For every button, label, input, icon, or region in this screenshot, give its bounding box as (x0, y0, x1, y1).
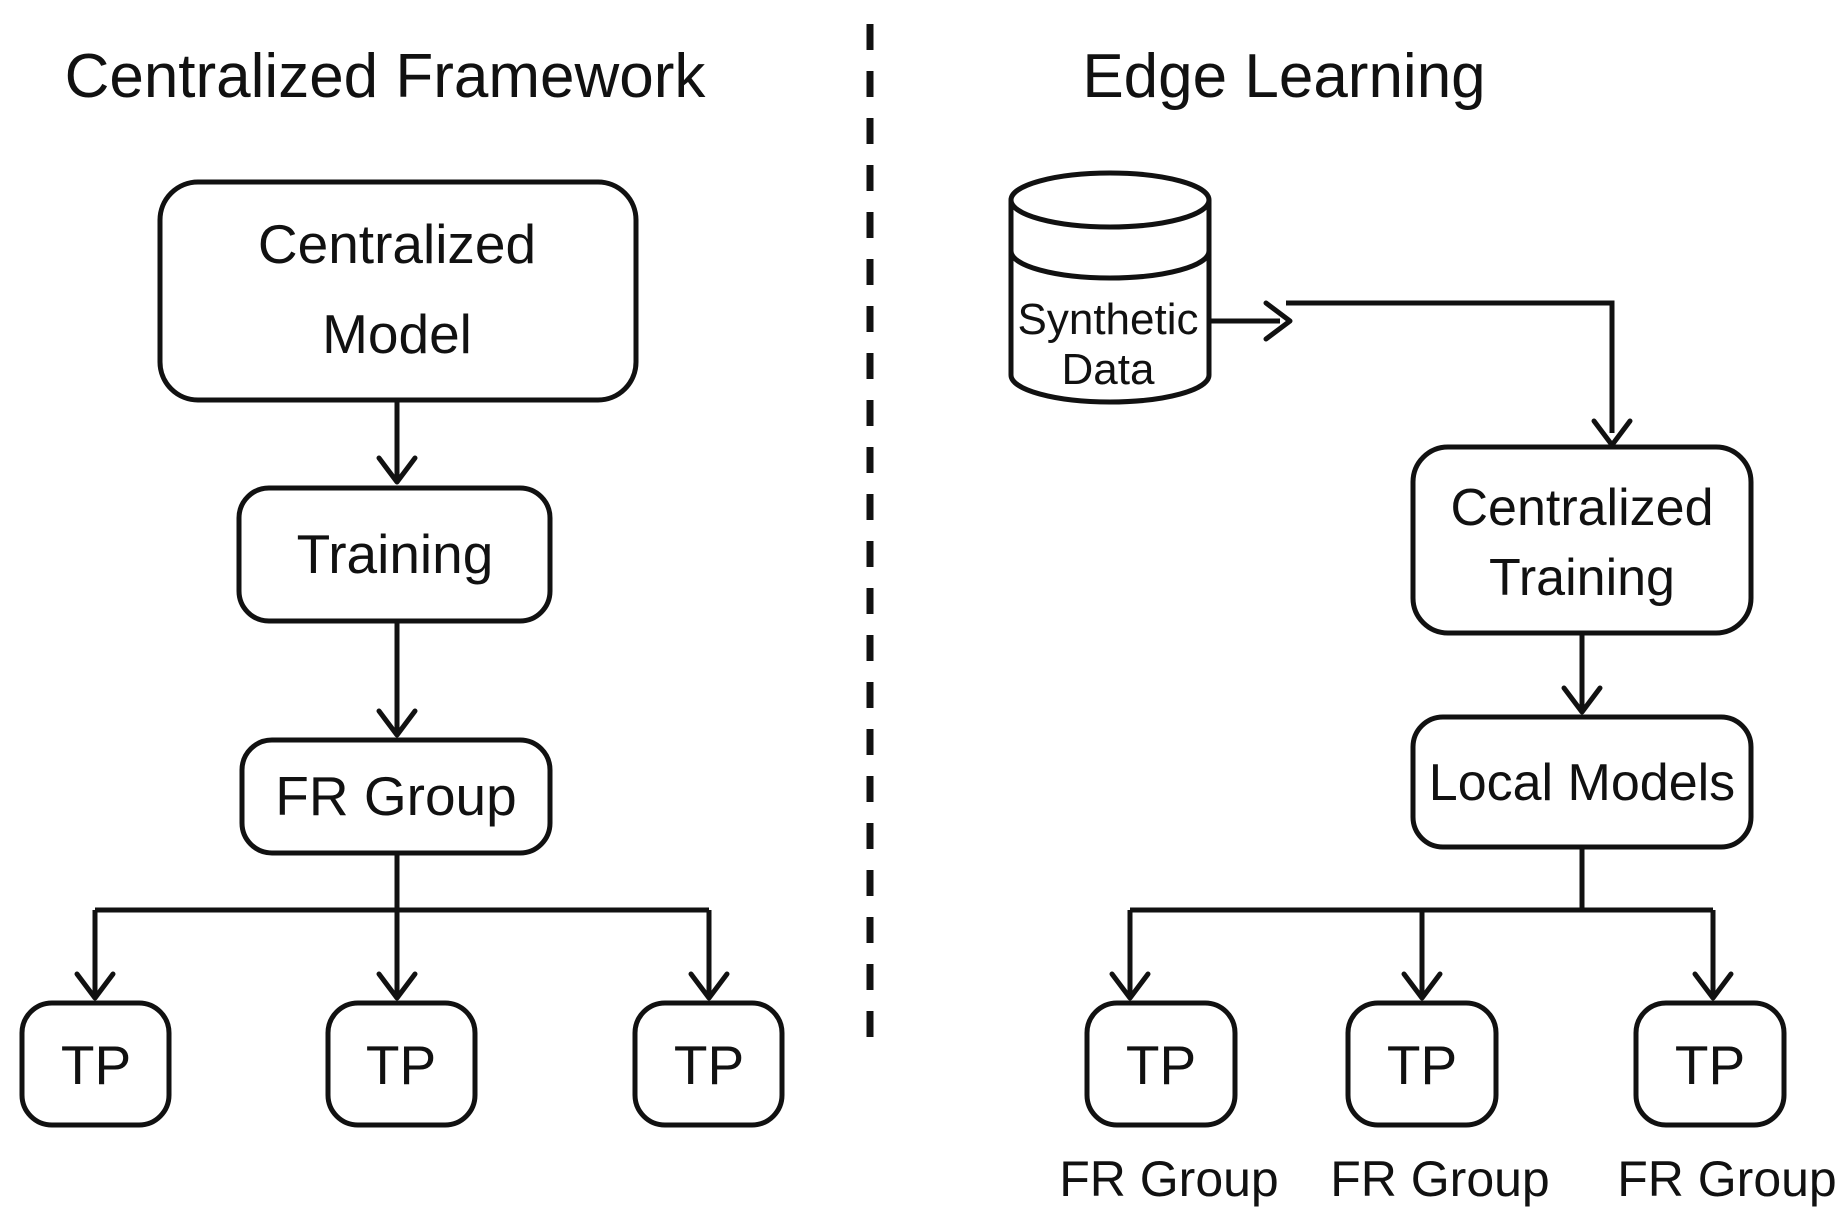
left-tp-box-3 (632, 1000, 785, 1128)
training-label: Training (297, 523, 494, 585)
right-fr-group-caption-2: FR Group (1330, 1151, 1550, 1207)
right-tp-box-2 (1345, 1000, 1499, 1128)
right-branch-left-arrowhead (1109, 971, 1151, 1001)
left-tp-box-2 (325, 1000, 478, 1128)
synthetic-data-label-line1: Synthetic (1018, 295, 1199, 344)
left-tp-label-1: TP (61, 1034, 131, 1096)
cylinder-connector-arrowhead (1263, 300, 1293, 342)
elbow-connector-line (1286, 300, 1615, 433)
left-tp-box-1 (19, 1000, 172, 1128)
left-panel: Centralized Framework Centralized Model … (19, 42, 785, 1128)
synthetic-data-label-line2: Data (1062, 345, 1155, 394)
right-tp-label-3: TP (1675, 1034, 1745, 1096)
arrow-ct-to-lm-head (1561, 685, 1603, 715)
right-tp-label-1: TP (1126, 1034, 1196, 1096)
fr-group-label: FR Group (275, 765, 516, 827)
centralized-training-label-line2: Training (1489, 549, 1675, 607)
cylinder-top-ellipse (1008, 170, 1212, 230)
centralized-model-label-line1: Centralized (258, 213, 536, 275)
right-tp-label-2: TP (1387, 1034, 1457, 1096)
arrow-training-to-frgroup-head (376, 708, 418, 738)
right-fr-group-caption-3: FR Group (1617, 1151, 1836, 1207)
left-branch-left-arrowhead (74, 971, 116, 1001)
centralized-training-label-line1: Centralized (1450, 479, 1713, 537)
left-tp-label-2: TP (366, 1034, 436, 1096)
right-panel: Edge Learning Synthetic Data Centralized… (1008, 42, 1836, 1207)
left-branch-right-arrowhead (688, 971, 730, 1001)
centralized-model-label-line2: Model (322, 303, 472, 365)
right-fr-group-caption-1: FR Group (1059, 1151, 1279, 1207)
right-tp-box-1 (1084, 1000, 1238, 1128)
arrow-model-to-training-head (376, 455, 418, 485)
local-models-label: Local Models (1429, 754, 1735, 812)
right-branch-right-arrowhead (1692, 971, 1734, 1001)
cylinder-body (1008, 200, 1212, 405)
right-panel-title: Edge Learning (1082, 42, 1485, 111)
right-tp-box-3 (1633, 1000, 1787, 1128)
cylinder-band-arc (1008, 250, 1212, 281)
left-tp-label-3: TP (674, 1034, 744, 1096)
left-panel-title: Centralized Framework (65, 42, 707, 111)
left-branch-middle-arrowhead (376, 971, 418, 1001)
right-branch-middle-arrowhead (1401, 971, 1443, 1001)
synthetic-data-cylinder: Synthetic Data (1008, 170, 1212, 405)
